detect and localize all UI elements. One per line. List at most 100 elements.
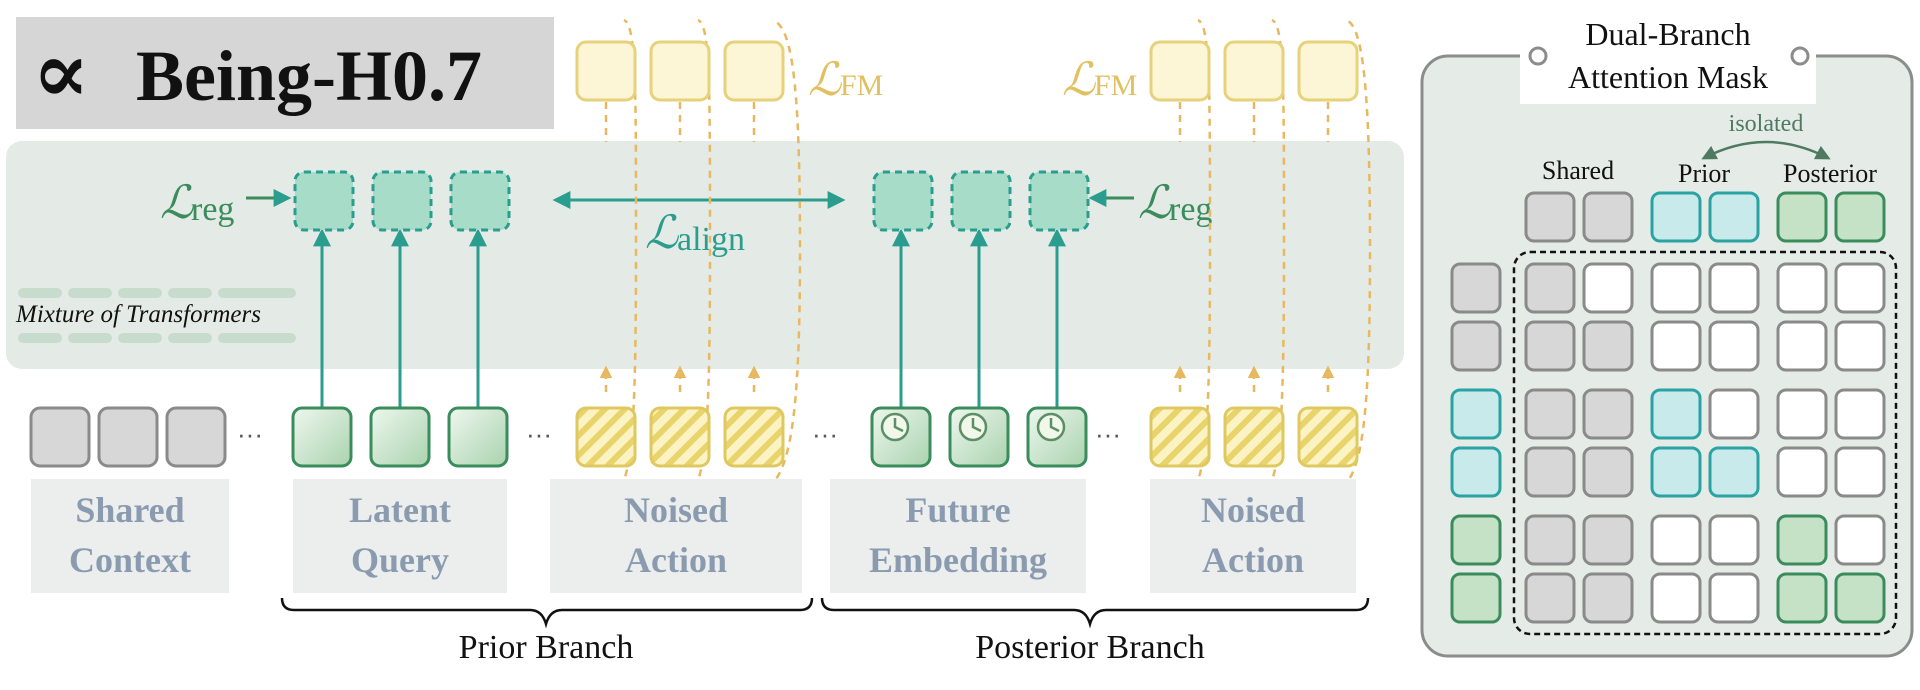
fm-target-token-1: [575, 40, 637, 102]
mask-cell-4-1: [1582, 514, 1634, 566]
mask-cell-5-3: [1708, 572, 1760, 624]
mask-cell-1-1: [1582, 320, 1634, 372]
mask-cell-0-1: [1582, 262, 1634, 314]
mask-cell-2-0: [1524, 388, 1576, 440]
mask-cell-0-4: [1776, 262, 1828, 314]
mask-cell-1-3: [1708, 320, 1760, 372]
col-token-prior-1: [1650, 191, 1702, 243]
mask-title-line1: Dual-Branch: [1585, 16, 1750, 52]
prior-branch-brace: [280, 597, 814, 629]
shared-token-2: [97, 406, 159, 468]
group-future-embedding: Future Embedding: [830, 479, 1086, 593]
ellipsis-3: ···: [812, 419, 838, 449]
fm-target-token-6: [1297, 40, 1359, 102]
pin-icon: [1790, 46, 1810, 66]
col-token-post-2: [1834, 191, 1886, 243]
latent-token-3: [447, 406, 509, 468]
group-label-line2: Action: [1202, 540, 1304, 580]
backbone-decoration: [18, 288, 296, 343]
row-token-post-1: [1450, 514, 1502, 566]
latent-query-tokens: [291, 406, 509, 468]
col-token-shared-1: [1524, 191, 1576, 243]
mask-cell-1-5: [1834, 320, 1886, 372]
loss-fm-prior: ℒ FM: [808, 54, 883, 105]
mask-matrix: [1524, 262, 1886, 624]
group-noised-action-posterior: Noised Action: [1150, 479, 1356, 593]
mask-cell-0-5: [1834, 262, 1886, 314]
loss-reg-prior: ℒ reg: [160, 177, 234, 228]
mask-cell-4-0: [1524, 514, 1576, 566]
group-shared-context: Shared Context: [31, 479, 229, 593]
row-token-prior-1: [1450, 388, 1502, 440]
clock-icon: [880, 412, 910, 442]
ellipsis-4: ···: [1095, 419, 1121, 449]
mask-col-prior-label: Prior: [1678, 159, 1730, 188]
mask-cell-5-5: [1834, 572, 1886, 624]
noised-token-5: [1223, 406, 1285, 468]
fm-target-tokens-prior: [575, 40, 785, 102]
mask-title-backdrop: [1520, 20, 1816, 104]
loss-reg-posterior: ℒ reg: [1138, 177, 1212, 228]
mask-row-tokens: [1450, 262, 1502, 624]
group-latent-query: Latent Query: [293, 479, 507, 593]
posterior-output-token-2: [950, 170, 1012, 232]
group-label-line2: Embedding: [869, 540, 1047, 580]
row-token-shared-1: [1450, 262, 1502, 314]
latent-token-1: [291, 406, 353, 468]
row-token-shared-2: [1450, 320, 1502, 372]
prior-output-token-3: [449, 170, 511, 232]
col-token-shared-2: [1582, 191, 1634, 243]
fm-target-token-4: [1149, 40, 1211, 102]
ellipsis-1: ···: [237, 419, 263, 449]
mask-cell-1-4: [1776, 320, 1828, 372]
clock-icon: [958, 412, 988, 442]
group-label-line2: Query: [351, 540, 449, 580]
loss-fm-prior-symbol: ℒ: [808, 54, 842, 105]
mask-cell-3-5: [1834, 446, 1886, 498]
backbone-label: Mixture of Transformers: [15, 301, 261, 328]
loss-reg-posterior-subscript: reg: [1169, 191, 1212, 228]
mask-cell-1-2: [1650, 320, 1702, 372]
noised-token-2: [649, 406, 711, 468]
col-token-post-1: [1776, 191, 1828, 243]
group-label-line1: Noised: [1201, 490, 1305, 530]
mask-cell-5-2: [1650, 572, 1702, 624]
mask-cell-2-1: [1582, 388, 1634, 440]
loss-fm-posterior-symbol: ℒ: [1062, 54, 1096, 105]
noised-action-tokens-prior: [575, 406, 785, 468]
clock-icon: [1036, 412, 1066, 442]
posterior-output-tokens: [872, 170, 1090, 232]
prior-output-token-1: [293, 170, 355, 232]
loss-align-symbol: ℒ: [645, 207, 679, 258]
loss-reg-prior-symbol: ℒ: [160, 177, 194, 228]
loss-fm-prior-subscript: FM: [840, 69, 883, 102]
group-label-line1: Shared: [75, 490, 184, 530]
group-label-line1: Noised: [624, 490, 728, 530]
mask-cell-3-0: [1524, 446, 1576, 498]
posterior-branch-brace: [820, 597, 1370, 629]
shared-context-tokens: [29, 406, 227, 468]
prior-output-token-2: [371, 170, 433, 232]
mask-col-posterior-label: Posterior: [1783, 159, 1877, 188]
logo-background: [16, 17, 554, 129]
group-label-line1: Future: [905, 490, 1010, 530]
mask-cell-2-2: [1650, 388, 1702, 440]
fm-target-token-5: [1223, 40, 1285, 102]
prior-output-tokens: [293, 170, 511, 232]
mask-cell-3-4: [1776, 446, 1828, 498]
loss-fm-posterior: ℒ FM: [1062, 54, 1137, 105]
loss-fm-posterior-subscript: FM: [1094, 69, 1137, 102]
loss-reg-prior-subscript: reg: [191, 191, 234, 228]
fm-target-tokens-posterior: [1149, 40, 1359, 102]
row-token-prior-2: [1450, 446, 1502, 498]
mask-cell-4-5: [1834, 514, 1886, 566]
logo: ∝ Being-H0.7: [16, 17, 554, 129]
mask-cell-1-0: [1524, 320, 1576, 372]
col-token-prior-2: [1708, 191, 1760, 243]
mask-title-line2: Attention Mask: [1568, 59, 1768, 95]
fm-target-token-2: [649, 40, 711, 102]
future-embedding-tokens: [870, 406, 1088, 468]
logo-text: Being-H0.7: [136, 36, 482, 116]
loss-reg-posterior-symbol: ℒ: [1138, 177, 1172, 228]
mask-cell-5-0: [1524, 572, 1576, 624]
